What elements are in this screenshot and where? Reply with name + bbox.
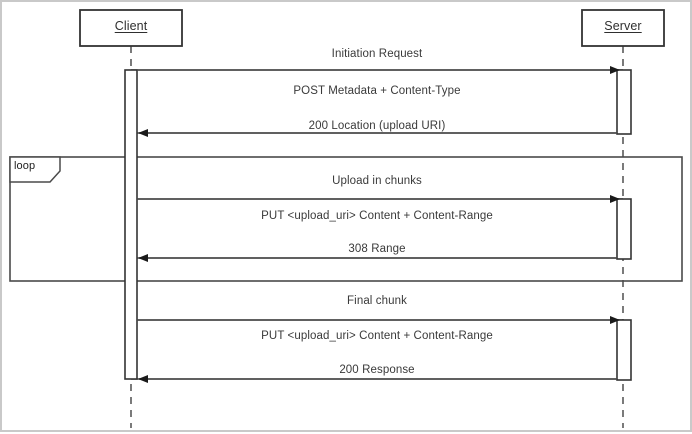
message-label-put-final: PUT <upload_uri> Content + Content-Range xyxy=(261,330,493,342)
loop-fragment-shape xyxy=(9,156,683,282)
message-arrows xyxy=(137,66,620,383)
activation-bars xyxy=(124,69,632,381)
activation-server-2 xyxy=(616,198,632,260)
note-initiation-request: Initiation Request xyxy=(331,48,423,60)
activation-server-1 xyxy=(616,69,632,135)
loop-fragment-operator-label: loop xyxy=(14,160,36,172)
message-label-post-metadata: POST Metadata + Content-Type xyxy=(293,85,461,97)
activation-server-3 xyxy=(616,319,632,381)
message-label-put-chunk: PUT <upload_uri> Content + Content-Range xyxy=(261,210,493,222)
participant-boxes xyxy=(79,9,665,47)
note-upload-in-chunks: Upload in chunks xyxy=(332,175,422,187)
message-label-308-range: 308 Range xyxy=(348,243,406,255)
note-final-chunk: Final chunk xyxy=(347,295,407,307)
participant-label-client[interactable]: Client xyxy=(114,19,148,33)
message-label-200-location: 200 Location (upload URI) xyxy=(308,120,446,132)
participant-label-server[interactable]: Server xyxy=(604,19,642,33)
message-label-200-response: 200 Response xyxy=(339,364,415,376)
activation-client xyxy=(124,69,138,380)
